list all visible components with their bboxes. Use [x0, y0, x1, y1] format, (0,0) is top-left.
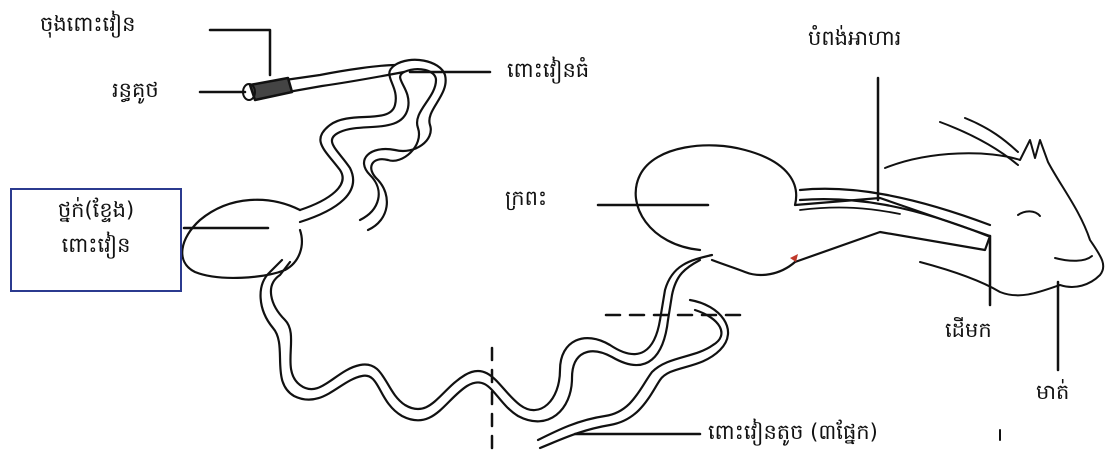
esophagus-wall-bottom	[800, 199, 988, 236]
label-stomach: ក្រពះ	[505, 186, 547, 211]
label-small-intestine: ពោះវៀនតូច (៣ផ្នែក)	[708, 420, 878, 445]
small-intestine-inner	[261, 260, 668, 421]
duodenum-outer	[660, 255, 712, 320]
label-anus: រន្ធគូថ	[112, 78, 159, 103]
anus-ring	[250, 78, 292, 100]
pig-head-outline	[885, 140, 1103, 295]
cecum-label-box: ថ្នក់(ខ្ទែង) ពោះវៀន	[10, 188, 182, 292]
ileum-inner	[538, 310, 721, 440]
label-cecum-line1: ថ្នក់(ខ្ទែង)	[12, 198, 180, 223]
large-intestine-outer	[300, 60, 446, 220]
leader-rectum-end	[210, 30, 270, 75]
pig-ear-line	[940, 122, 1018, 165]
label-large-intestine: ពោះវៀនធំ	[507, 58, 589, 83]
cecum-outline	[182, 200, 302, 278]
stomach-outline	[636, 145, 990, 275]
label-pharynx: ដើមក	[945, 318, 992, 343]
label-cecum-line2: ពោះវៀន	[12, 233, 180, 258]
pig-jaw	[1055, 256, 1092, 261]
label-rectum-end: ចុងពោះវៀន	[40, 12, 135, 37]
pig-eye	[1018, 211, 1040, 216]
stomach-inner-line	[800, 207, 900, 214]
label-mouth: មាត់	[1036, 380, 1069, 405]
rectum-inner	[288, 72, 404, 92]
label-esophagus: បំពង់អាហារ	[808, 26, 901, 51]
